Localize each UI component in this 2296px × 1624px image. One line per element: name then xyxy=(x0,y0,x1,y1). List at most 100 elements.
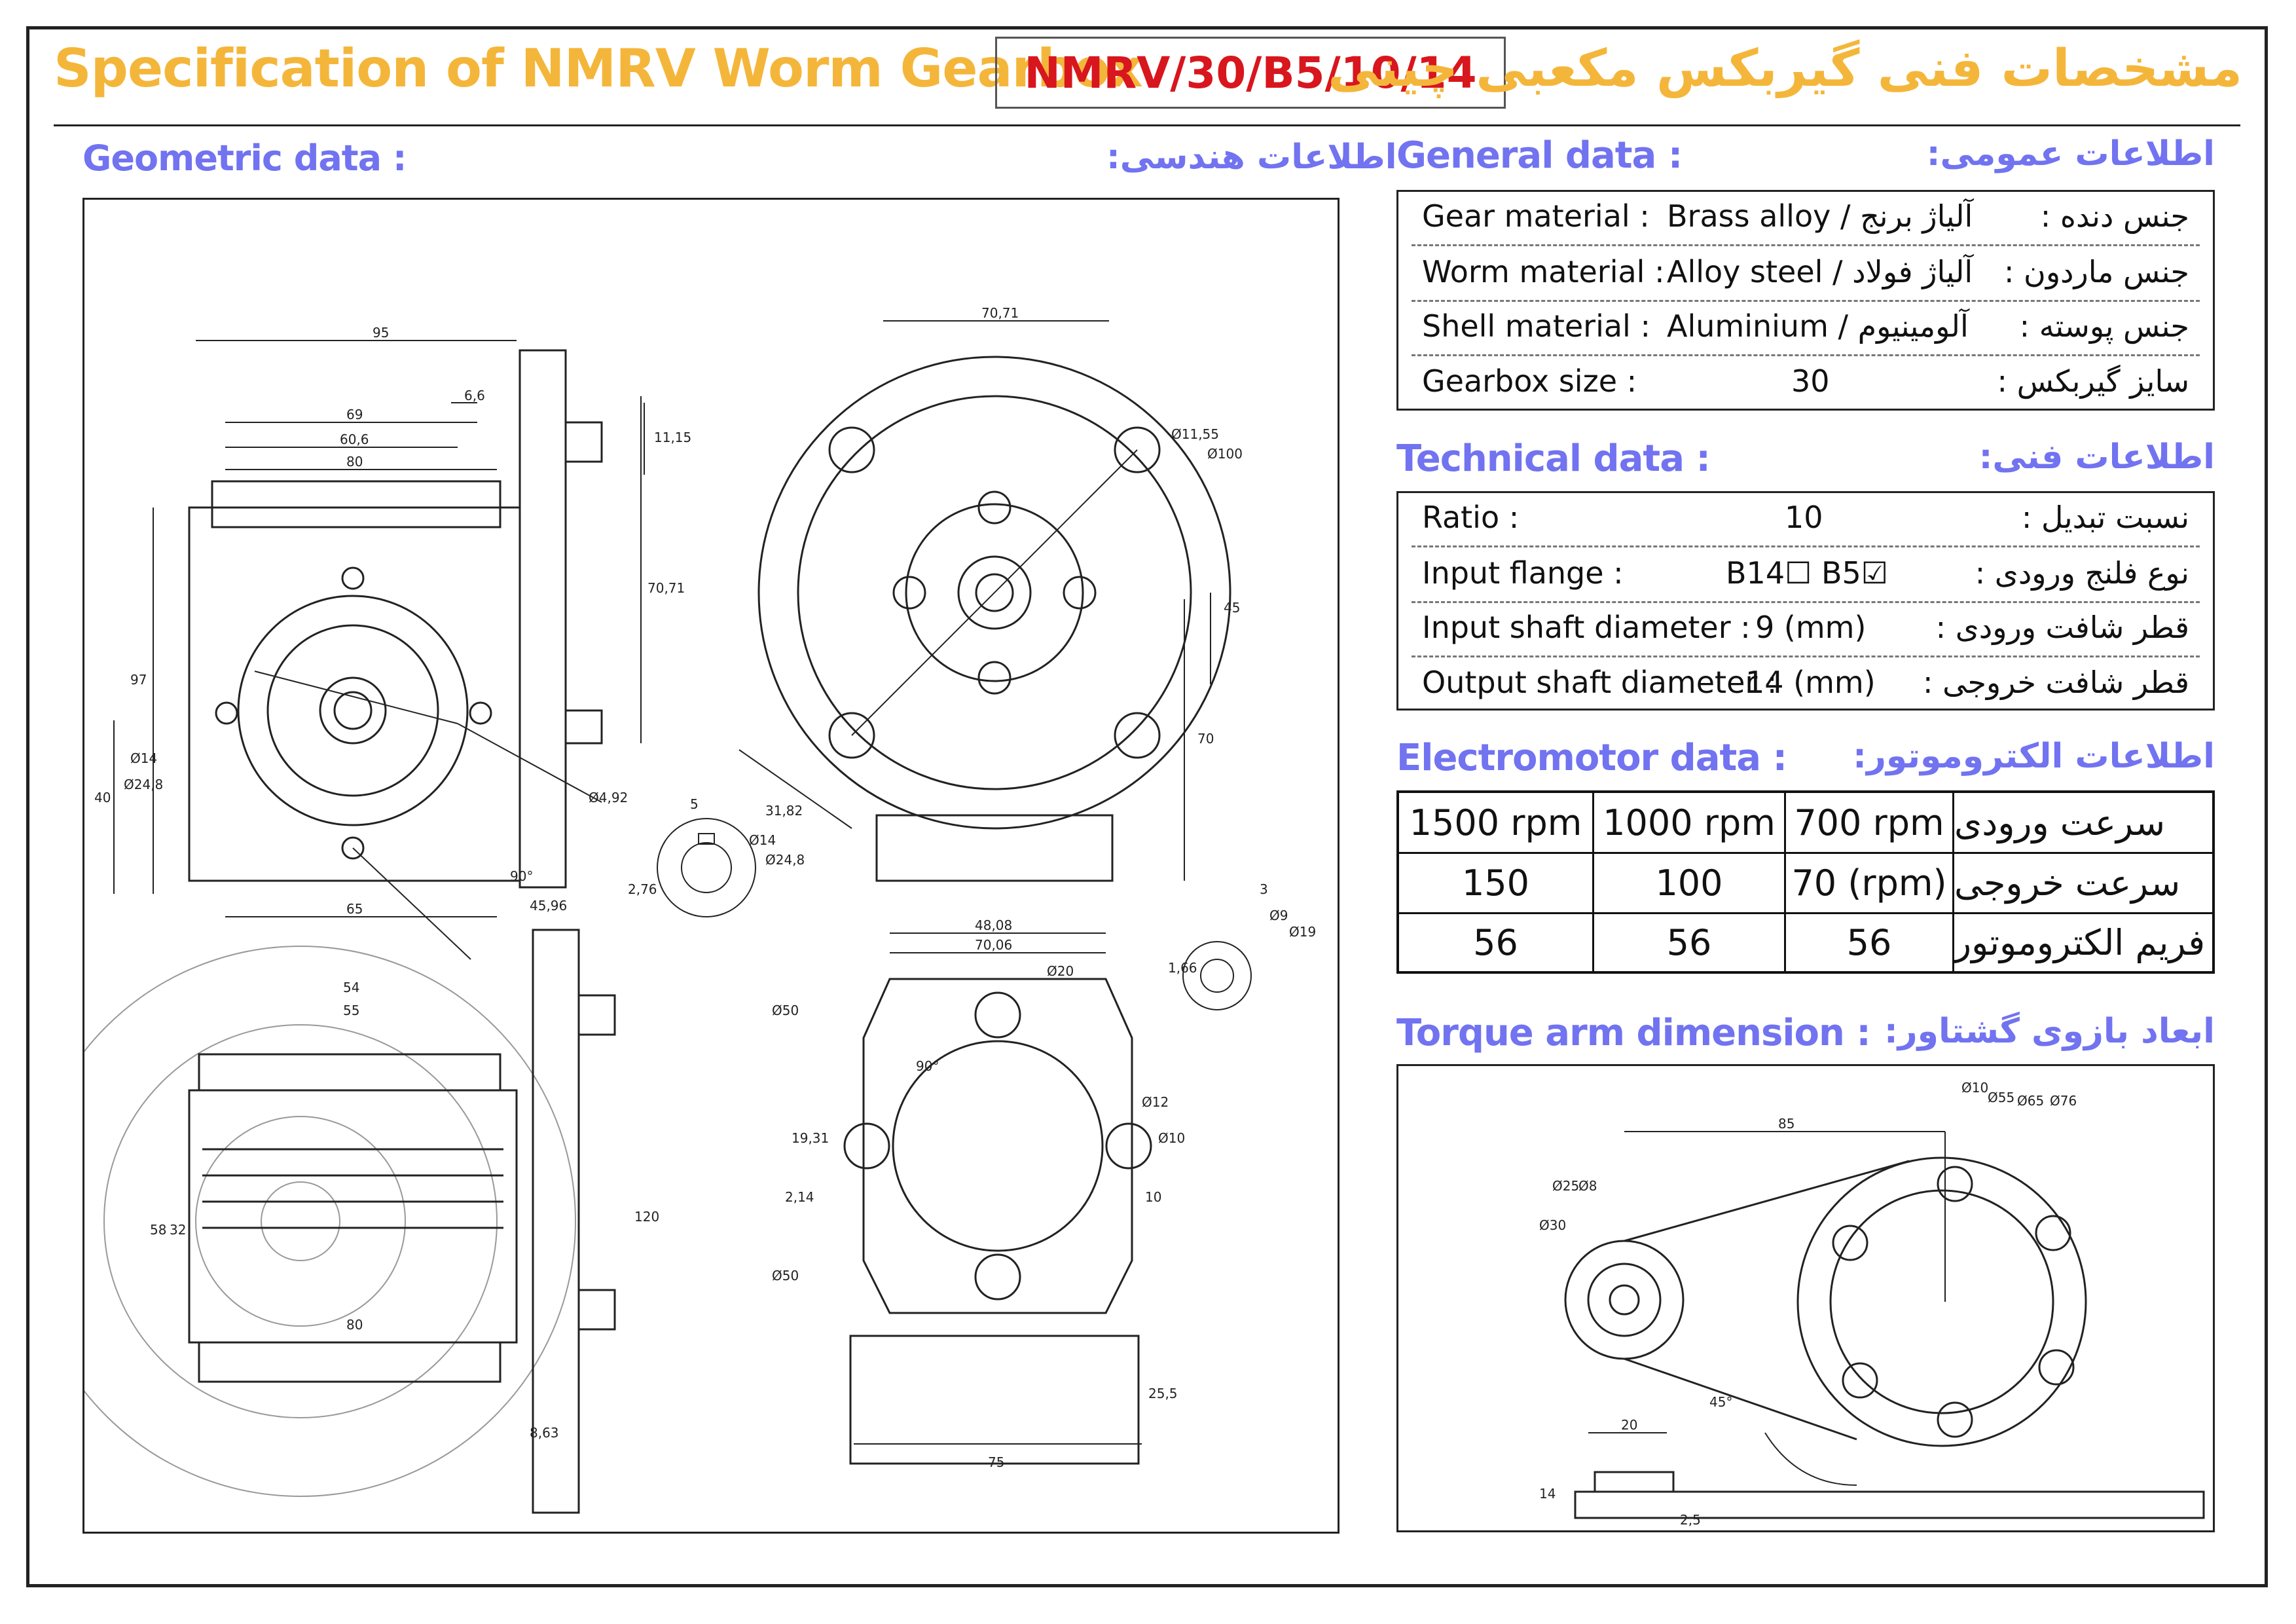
motor-cell: 56 xyxy=(1666,922,1712,963)
motor-cell: 56 xyxy=(1473,922,1518,963)
technical-value: 14 (mm) xyxy=(1745,665,1876,700)
torque-dim-d65: Ø65 xyxy=(2017,1093,2044,1109)
dim-45: 45 xyxy=(1224,600,1240,616)
torque-dim-d8: Ø8 xyxy=(1578,1178,1597,1194)
dim-6-6: 6,6 xyxy=(464,388,485,403)
row-divider xyxy=(1412,655,2200,657)
torque-dim-2-5: 2,5 xyxy=(1680,1512,1701,1528)
torque-dimensions xyxy=(1588,1131,1946,1486)
header-divider xyxy=(54,124,2240,126)
general-label-fa: سایز گیربکس : xyxy=(1997,363,2190,399)
dim-25-5: 25,5 xyxy=(1148,1386,1178,1401)
torque-title-en: Torque arm dimension : xyxy=(1396,1012,1871,1054)
dim-key-2-76: 2,76 xyxy=(628,881,657,897)
geometric-drawing-svg: 95 6,6 69 60,6 80 11,15 70,71 97 40 Ø14 … xyxy=(84,305,1316,1514)
geometric-title-en: Geometric data : xyxy=(82,138,407,179)
technical-label-fa: قطر شافت ورودی : xyxy=(1935,610,2189,645)
row-divider xyxy=(1412,300,2200,302)
side-view xyxy=(188,349,603,889)
dim-sk-1-66: 1,66 xyxy=(1168,960,1197,976)
general-value: Brass alloy / آلیاژ برنج xyxy=(1667,198,1973,234)
motor-header-1000: 1000 rpm xyxy=(1603,802,1776,843)
key-view xyxy=(657,818,756,917)
watermark-gear xyxy=(84,946,576,1497)
dim-19-31: 19,31 xyxy=(792,1130,829,1146)
dim-d11-55: Ø11,55 xyxy=(1171,426,1219,442)
grid-line xyxy=(1592,793,1594,971)
torque-dim-45deg: 45° xyxy=(1709,1394,1732,1410)
torque-title-fa: ابعاد بازوی گشتاور: xyxy=(1884,1012,2215,1051)
dim-120: 120 xyxy=(634,1209,659,1225)
front-dimensions xyxy=(738,320,1211,881)
general-title-en: General data : xyxy=(1396,134,1683,177)
torque-arm-svg: 85 Ø10 Ø55 Ø65 Ø76 Ø25 Ø8 Ø30 45° 20 14 … xyxy=(1539,1080,2205,1528)
dim-90deg: 90° xyxy=(510,868,533,884)
torque-arm-drawing: 85 Ø10 Ø55 Ø65 Ø76 Ø25 Ø8 Ø30 45° 20 14 … xyxy=(1396,1064,2215,1532)
dim-d50-top: Ø50 xyxy=(772,1003,799,1018)
dim-80: 80 xyxy=(346,454,363,470)
technical-label-fa: نسبت تبدیل : xyxy=(2021,500,2189,535)
dim-32: 32 xyxy=(170,1222,186,1238)
dim-d14: Ø14 xyxy=(130,750,157,766)
motor-title-en: Electromotor data : xyxy=(1396,737,1787,779)
dim-75: 75 xyxy=(988,1454,1004,1470)
dim-d50-bottom: Ø50 xyxy=(772,1268,799,1283)
torque-dim-d76: Ø76 xyxy=(2050,1093,2077,1109)
dim-48-08: 48,08 xyxy=(975,917,1012,933)
row-divider xyxy=(1412,244,2200,246)
technical-label: Ratio : xyxy=(1422,500,1520,535)
dim-60-6: 60,6 xyxy=(340,432,369,447)
motor-header-1500: 1500 rpm xyxy=(1409,802,1582,843)
technical-value: 10 xyxy=(1785,500,1823,535)
motor-header-700: 700 rpm xyxy=(1794,802,1944,843)
geometric-title-fa: اطلاعات هندسی: xyxy=(1106,138,1397,177)
geometric-drawing: 95 6,6 69 60,6 80 11,15 70,71 97 40 Ø14 … xyxy=(82,198,1339,1534)
title-fa: مشخصات فنی گیربکس مکعبی چینی xyxy=(1328,39,2242,98)
row-divider xyxy=(1412,601,2200,603)
technical-title-fa: اطلاعات فنی: xyxy=(1978,437,2215,477)
technical-label: Output shaft diameter : xyxy=(1422,665,1777,700)
dim-key-5: 5 xyxy=(690,796,699,812)
technical-label: Input flange : xyxy=(1422,555,1624,591)
dim-sk-d19: Ø19 xyxy=(1289,924,1316,940)
torque-dim-d30: Ø30 xyxy=(1539,1217,1566,1233)
torque-dim-d55: Ø55 xyxy=(1988,1090,2014,1105)
dim-55: 55 xyxy=(343,1003,359,1018)
dim-40: 40 xyxy=(94,790,111,805)
general-title-fa: اطلاعات عمومی: xyxy=(1926,134,2215,174)
motor-row-label: فریم الکتروموتور xyxy=(1954,922,2206,963)
dim-69: 69 xyxy=(346,407,363,422)
technical-table: Ratio : 10 نسبت تبدیل : Input flange : B… xyxy=(1396,491,2215,710)
general-value: Aluminium / آلومینیوم xyxy=(1667,308,1969,344)
flange-dimensions xyxy=(854,932,1142,1445)
dim-d100: Ø100 xyxy=(1207,446,1243,462)
title-en: Specification of NMRV Worm Gearbox xyxy=(54,38,1143,99)
technical-label-fa: نوع فلنج ورودی : xyxy=(1975,555,2189,591)
general-label: Shell material : xyxy=(1422,308,1650,344)
general-value: 30 xyxy=(1791,363,1830,399)
grid-line xyxy=(1399,852,2212,854)
grid-line xyxy=(1399,912,2212,914)
general-table: Gear material : Brass alloy / آلیاژ برنج… xyxy=(1396,190,2215,411)
grid-line xyxy=(1784,793,1786,971)
general-label-fa: جنس پوسته : xyxy=(2019,308,2189,344)
dim-d20: Ø20 xyxy=(1047,963,1074,979)
dim-10: 10 xyxy=(1145,1189,1161,1205)
dim-key-d24-8: Ø24,8 xyxy=(765,852,805,868)
torque-dim-20: 20 xyxy=(1621,1417,1637,1433)
general-label: Gear material : xyxy=(1422,198,1650,234)
dim-sk-3: 3 xyxy=(1260,881,1268,897)
side-dimensions xyxy=(113,340,645,960)
general-label-fa: جنس دنده : xyxy=(2040,198,2189,234)
technical-value: B14☐ B5☑ xyxy=(1726,555,1889,591)
dim-80-bottom: 80 xyxy=(346,1317,363,1333)
dim-70: 70 xyxy=(1197,731,1214,747)
technical-value: 9 (mm) xyxy=(1755,610,1867,645)
dim-97: 97 xyxy=(130,672,147,688)
torque-dim-d10: Ø10 xyxy=(1961,1080,1988,1096)
technical-title-en: Technical data : xyxy=(1396,437,1711,480)
dim-d24-8: Ø24,8 xyxy=(124,777,163,792)
dim-70-71-front: 70,71 xyxy=(981,305,1019,321)
dim-65: 65 xyxy=(346,901,363,917)
dim-d4-92: Ø4,92 xyxy=(589,790,628,805)
